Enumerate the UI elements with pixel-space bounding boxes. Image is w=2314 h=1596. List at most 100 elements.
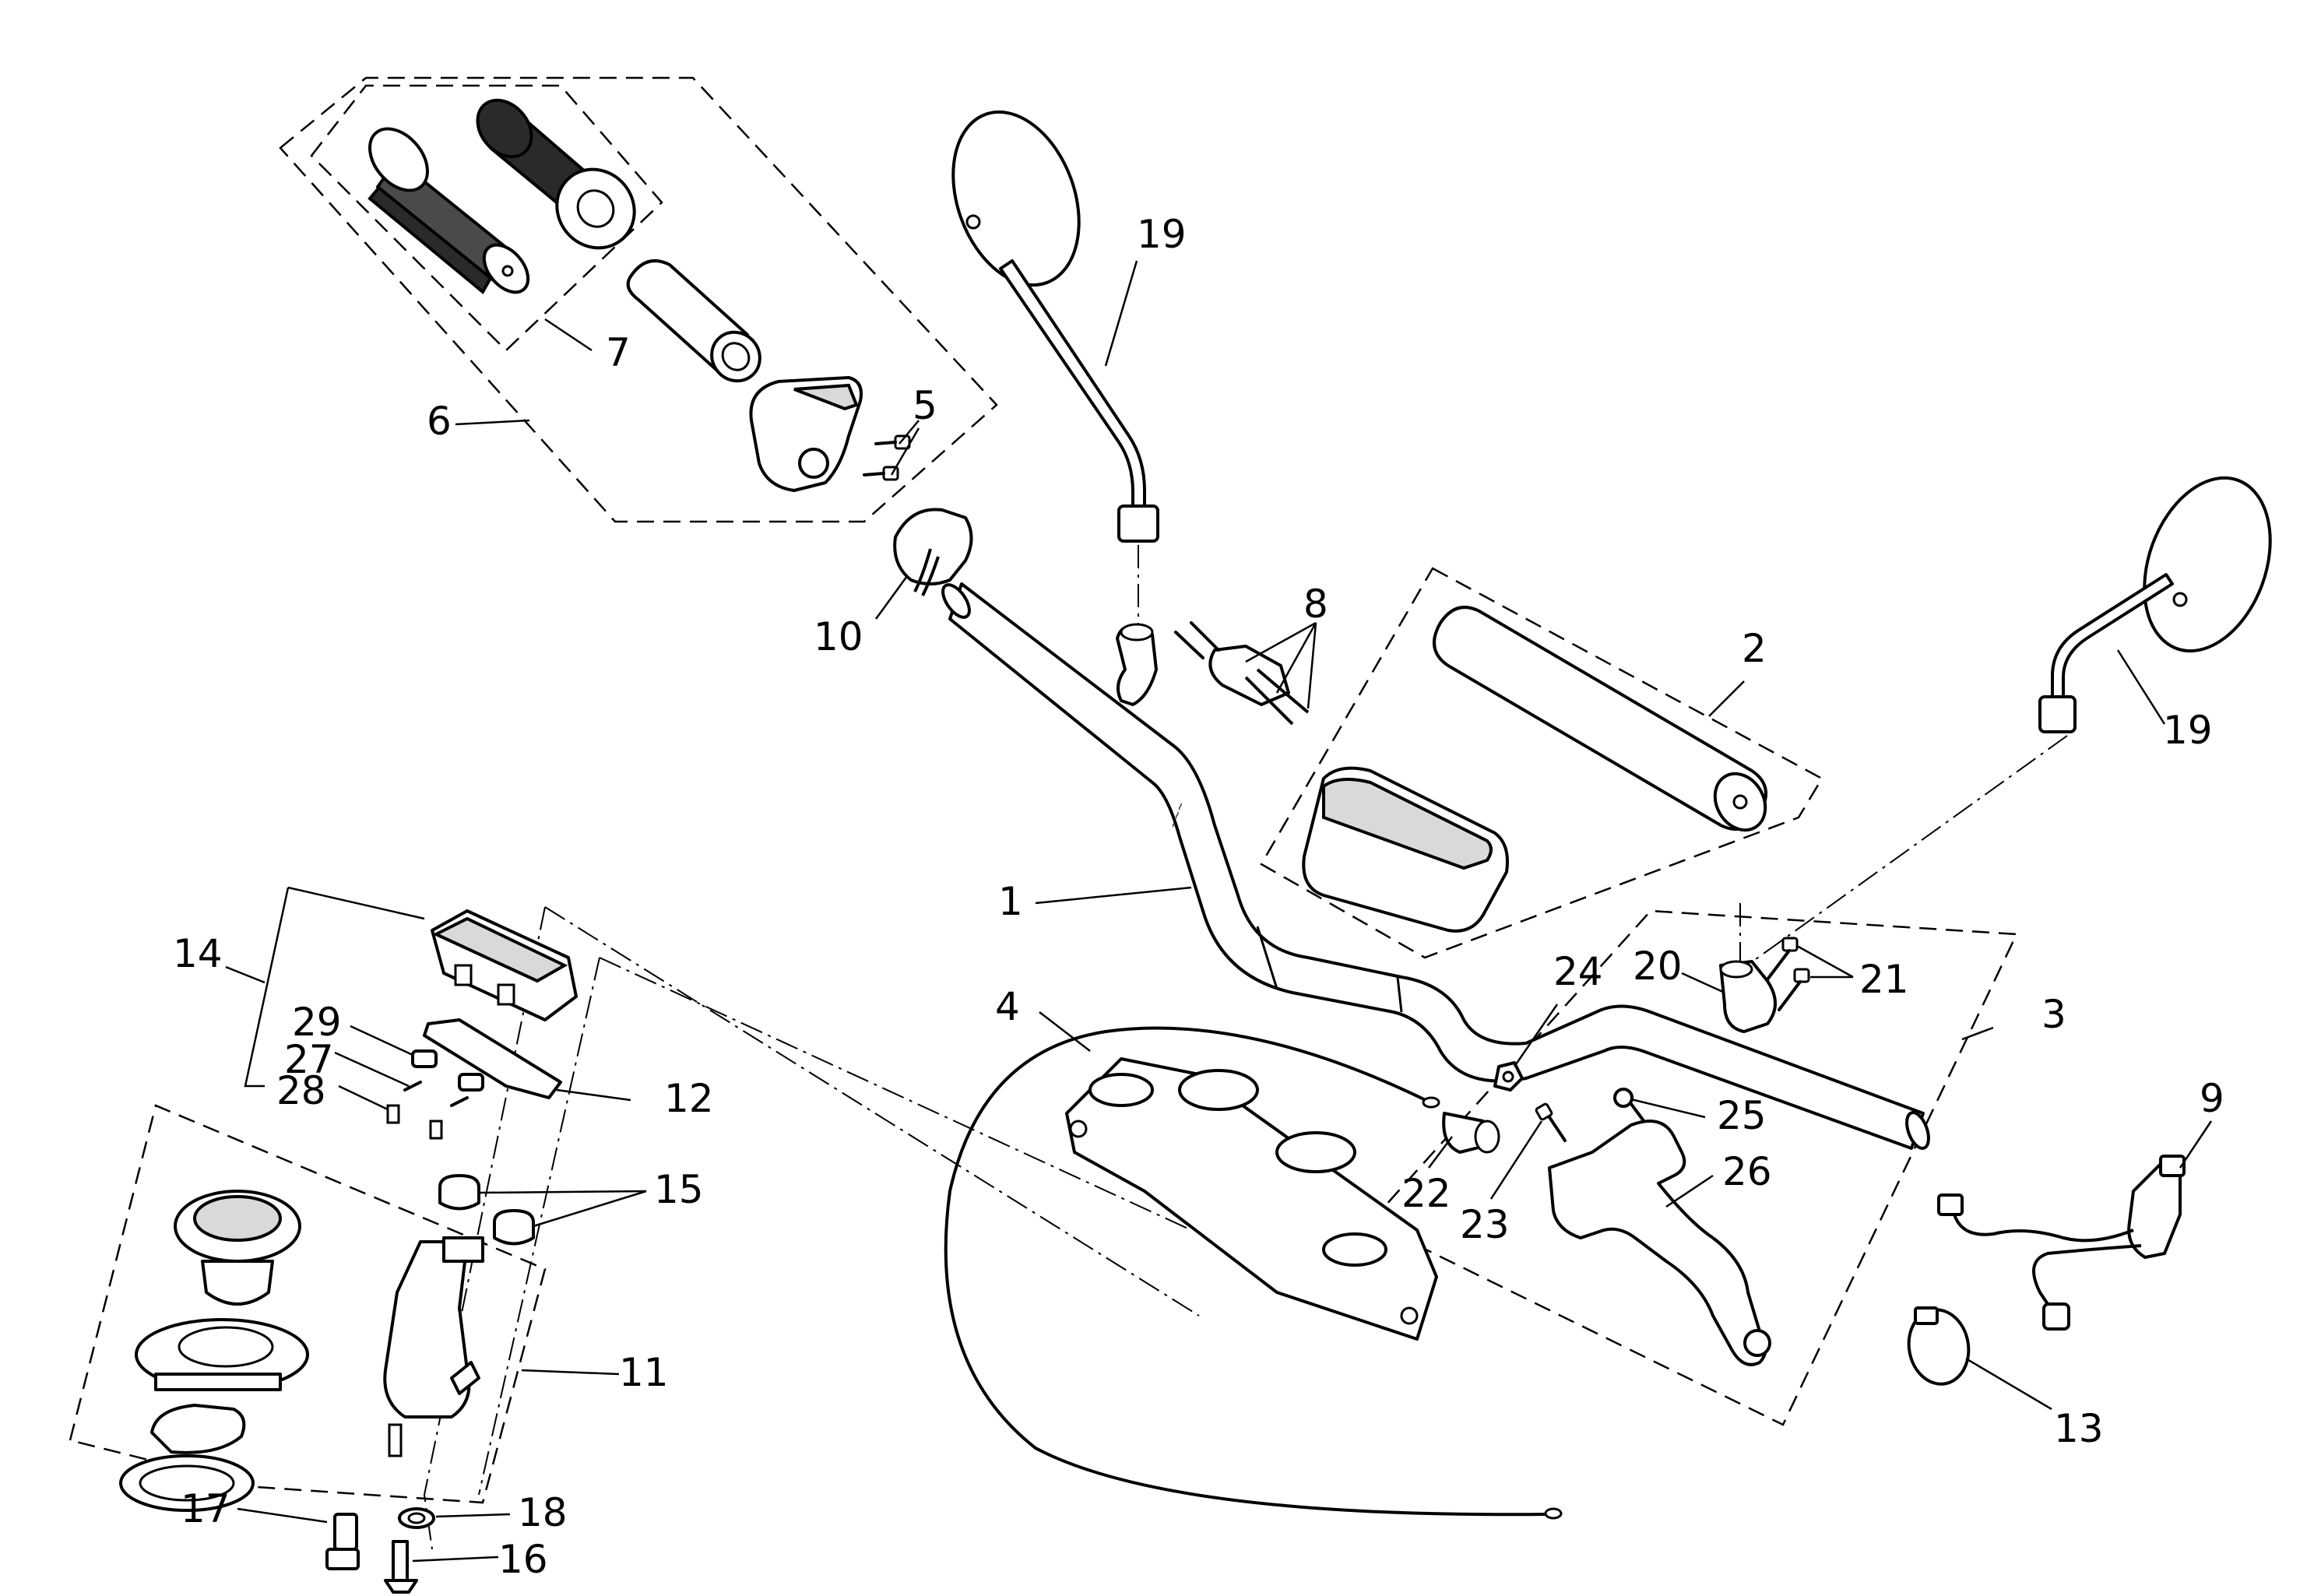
leader-19a [1104,260,1138,367]
callout-10: 10 [814,614,863,659]
callout-15: 15 [654,1167,704,1212]
leader-5a [899,420,920,445]
callout-19b: 19 [2163,708,2213,753]
callout-4: 4 [995,984,1020,1029]
ignition-switch-14 [431,909,578,1021]
group-7-outline [310,84,663,352]
mirror-right-stem [2051,573,2174,702]
leader-11 [521,1369,620,1376]
leader-17 [237,1507,328,1524]
callout-19a: 19 [1137,212,1187,257]
clamp-axis-2 [478,957,600,1496]
mirror-right-base [2038,695,2077,733]
callout-25: 25 [1717,1093,1767,1138]
throttle-tube [626,259,761,383]
handlebar-end-left [941,583,971,619]
leader-4 [1039,1011,1091,1052]
clutch-cable-end-a [1422,1096,1440,1109]
callout-27: 27 [284,1037,334,1082]
leader-2 [1708,680,1745,717]
top-yoke-boss-2 [1275,1131,1356,1173]
bracket-12 [423,1018,562,1099]
mirror-left-stem [999,259,1146,511]
mirror-left-base [1117,504,1159,543]
leader-6 [455,419,530,426]
leader-25 [1630,1098,1706,1119]
leader-16 [412,1556,499,1563]
callout-22: 22 [1401,1171,1451,1216]
steering-damper-11 [383,1236,484,1457]
group-6-outline [279,76,998,523]
callout-2: 2 [1742,626,1767,671]
clutch-lever-tip [1743,1329,1771,1357]
mirror-left-adapter-top [1120,623,1154,642]
yoke-axis-2 [599,957,1192,1231]
callout-9: 9 [2200,1076,2224,1121]
leader-10 [874,575,909,620]
handlebar-knurl-2 [1396,976,1403,1013]
screw-5-a [874,434,911,450]
leader-7 [544,318,593,352]
leader-8c [1306,622,1317,709]
callout-12: 12 [664,1076,714,1121]
bolt-17 [325,1513,360,1570]
callout-14: 14 [173,931,223,976]
grommet-29 [411,1049,484,1092]
adjuster-22 [1442,1112,1500,1154]
switch-9-cap [2159,1155,2186,1177]
group-11-outline [69,1104,547,1504]
switch-10 [893,508,973,596]
callout-23: 23 [1460,1202,1510,1247]
callout-5: 5 [913,383,937,428]
top-yoke-bolt-2 [1400,1306,1419,1325]
callout-29: 29 [292,1000,342,1045]
screw-21-a [1766,937,1799,981]
pad-clamp-cover-top [1322,778,1493,870]
clamp-axis [423,906,546,1550]
grip-left-7 [367,127,530,295]
yoke-axis-1 [544,906,1200,1317]
top-yoke-clamp [1065,1057,1438,1341]
leader-23 [1489,1120,1543,1200]
mirror-clamp-20-top [1719,960,1753,979]
top-yoke-bolt-1 [1069,1120,1088,1138]
washer-18 [398,1507,435,1529]
leader-9 [2179,1120,2213,1169]
leader-22 [1428,1136,1453,1169]
group-14-bracket [244,887,290,1088]
clock-assembly-left [119,1190,309,1512]
handlebar-pad-hole [1732,794,1748,810]
throttle-housing [749,376,863,492]
callout-21: 21 [1859,957,1909,1002]
handlebar [948,582,1925,1150]
leader-29 [350,1025,413,1056]
callout-13: 13 [2054,1406,2104,1451]
callout-8: 8 [1303,582,1328,627]
screw-23 [1535,1102,1567,1142]
leader-8b [1275,622,1317,694]
clutch-cable-4 [944,1026,1550,1517]
callout-28: 28 [276,1068,326,1113]
callout-20: 20 [1633,944,1683,989]
bolt-16 [384,1540,418,1594]
handlebar-end-right [1905,1111,1930,1150]
screw-21-b [1778,968,1810,1011]
mirror-clamp-20 [1719,960,1777,1033]
clutch-cable-end-b [1544,1507,1563,1520]
callout-7: 7 [606,330,631,375]
group-14-top [287,886,425,920]
leader-20 [1681,972,1725,994]
switch-9-cable-a [1953,1214,2134,1243]
leader-26 [1665,1174,1714,1208]
switch-9-cable-b [2032,1244,2142,1317]
leader-5b [890,427,920,476]
leader-15a [478,1190,647,1194]
leader-19b [2116,649,2166,725]
bushing-15 [438,1174,535,1246]
leader-21a [1796,944,1854,979]
group-3-outline [1368,909,2018,1426]
leader-27 [334,1051,410,1088]
callout-11: 11 [619,1350,669,1395]
callout-3: 3 [2041,992,2066,1037]
